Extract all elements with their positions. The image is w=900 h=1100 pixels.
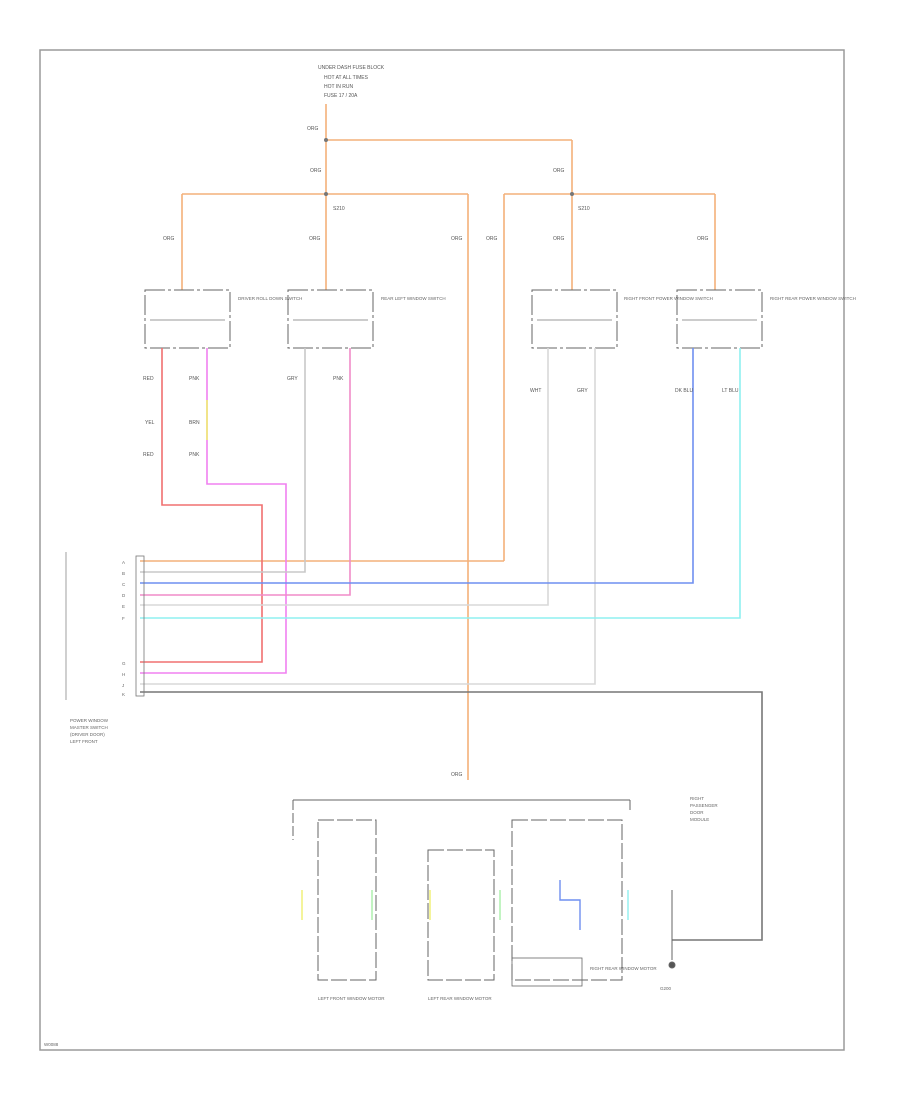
connector-label: (DRIVER DOOR): [70, 732, 105, 737]
pin-label: B: [122, 571, 125, 576]
module-label: PASSENGER: [690, 803, 718, 808]
orange-power-feed: [140, 104, 716, 780]
wire-grey-2: [140, 348, 549, 606]
pin-label: F: [122, 616, 125, 621]
switch-2: REAR LEFT WINDOW SWITCH: [287, 289, 446, 349]
right-module-label: RIGHT PASSENGER DOOR MODULE: [690, 796, 718, 822]
lower-wire-blue: [559, 880, 581, 930]
motor-label: LEFT REAR WINDOW MOTOR: [428, 996, 492, 1001]
module-label: RIGHT: [690, 796, 704, 801]
pin-label: E: [122, 604, 125, 609]
switch-1: DRIVER ROLL DOWN SWITCH: [144, 289, 302, 349]
pin-label: A: [122, 560, 125, 565]
wire-label: LT BLU: [722, 388, 739, 394]
wire-pink: [140, 348, 351, 596]
wire-label: PNK: [189, 376, 200, 382]
wire-label: DK BLU: [675, 388, 693, 394]
switch-label: RIGHT FRONT POWER WINDOW SWITCH: [624, 296, 713, 301]
fuse-line-2: HOT AT ALL TIMES: [324, 75, 369, 81]
drop-label: ORG: [553, 236, 565, 242]
pin-label: G: [122, 661, 126, 666]
drop-label: ORG: [451, 772, 463, 778]
wire-label: GRY: [577, 388, 588, 394]
connector-pin-labels: A B C D E F G H J K: [122, 560, 126, 697]
lower-switch-assembly: [292, 799, 676, 987]
switch-label: REAR LEFT WINDOW SWITCH: [381, 296, 446, 301]
wire-red: [140, 348, 263, 663]
drop-label: ORG: [697, 236, 709, 242]
pin-label: K: [122, 692, 125, 697]
wire-label: YEL: [145, 420, 155, 426]
drop-label: ORG: [163, 236, 175, 242]
splice-label: S210: [578, 206, 590, 212]
connector-label: LEFT FRONT: [70, 739, 98, 744]
switch-label: DRIVER ROLL DOWN SWITCH: [238, 296, 302, 301]
switch-3: RIGHT FRONT POWER WINDOW SWITCH: [531, 289, 713, 349]
master-switch-connector: POWER WINDOW MASTER SWITCH (DRIVER DOOR)…: [65, 552, 145, 744]
wire-label: PNK: [189, 452, 200, 458]
wire-grey-3: [140, 348, 596, 685]
module-label: DOOR: [690, 810, 704, 815]
splice-label: ORG: [307, 126, 319, 132]
wire-label: WHT: [530, 388, 541, 394]
pin-label: C: [122, 582, 126, 587]
wire-label: PNK: [333, 376, 344, 382]
fuse-block-label: UNDER DASH FUSE BLOCK HOT AT ALL TIMES H…: [318, 65, 385, 99]
splice-dot: [570, 192, 574, 196]
wire-label: BRN: [189, 420, 200, 426]
pin-label: J: [122, 683, 124, 688]
motor-label: RIGHT REAR WINDOW MOTOR: [590, 966, 657, 971]
wire-grey: [140, 348, 306, 573]
splice-label: S210: [333, 206, 345, 212]
diagram-code: W0088: [44, 1042, 59, 1047]
pin-label: D: [122, 593, 126, 598]
ground-label: G200: [660, 986, 672, 991]
drop-label: ORG: [451, 236, 463, 242]
wire-blue: [140, 348, 694, 584]
connector-label: MASTER SWITCH: [70, 725, 108, 730]
switch-4: RIGHT REAR POWER WINDOW SWITCH: [676, 289, 856, 349]
drop-label: ORG: [309, 236, 321, 242]
splice-label: ORG: [310, 168, 322, 174]
splice-label: ORG: [553, 168, 565, 174]
fuse-line-3: HOT IN RUN: [324, 84, 353, 90]
wire-label: RED: [143, 452, 154, 458]
wire-label: GRY: [287, 376, 298, 382]
pin-label: H: [122, 672, 125, 677]
wire-dark-grey: [140, 691, 763, 941]
wire-label: RED: [143, 376, 154, 382]
module-label: MODULE: [690, 817, 709, 822]
wire-cyan: [140, 348, 741, 619]
splice-dot: [324, 192, 328, 196]
diagram-frame: [39, 49, 845, 1051]
drop-label: ORG: [486, 236, 498, 242]
fuse-line-1: UNDER DASH FUSE BLOCK: [318, 65, 385, 71]
switch-label: RIGHT REAR POWER WINDOW SWITCH: [770, 296, 856, 301]
connector-label: POWER WINDOW: [70, 718, 109, 723]
splice-dot: [324, 138, 328, 142]
fuse-line-4: FUSE 17 / 20A: [324, 93, 358, 99]
motor-label: LEFT FRONT WINDOW MOTOR: [318, 996, 385, 1001]
